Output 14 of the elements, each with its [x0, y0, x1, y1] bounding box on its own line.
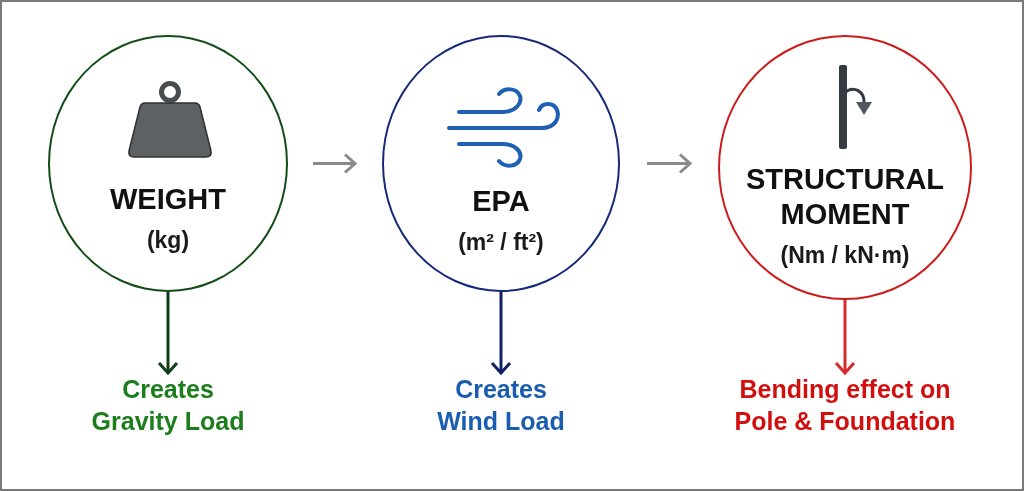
arrow: [834, 300, 856, 375]
quantity-title: STRUCTURAL MOMENT: [744, 162, 946, 232]
unit-label: (Nm / kN·m): [780, 241, 910, 269]
effect-text: Creates Gravity Load: [83, 373, 253, 437]
effect-text: Creates Wind Load: [428, 373, 574, 437]
arrow: [157, 292, 179, 375]
quantity-title: WEIGHT: [110, 182, 226, 217]
arrow: [313, 153, 357, 174]
effect-text: Bending effect on Pole & Foundation: [725, 373, 965, 437]
arrow: [647, 153, 692, 174]
unit-label: (m² / ft²): [458, 228, 544, 256]
unit-label: (kg): [146, 226, 190, 254]
arrow: [490, 292, 512, 375]
quantity-title: EPA: [472, 184, 530, 219]
